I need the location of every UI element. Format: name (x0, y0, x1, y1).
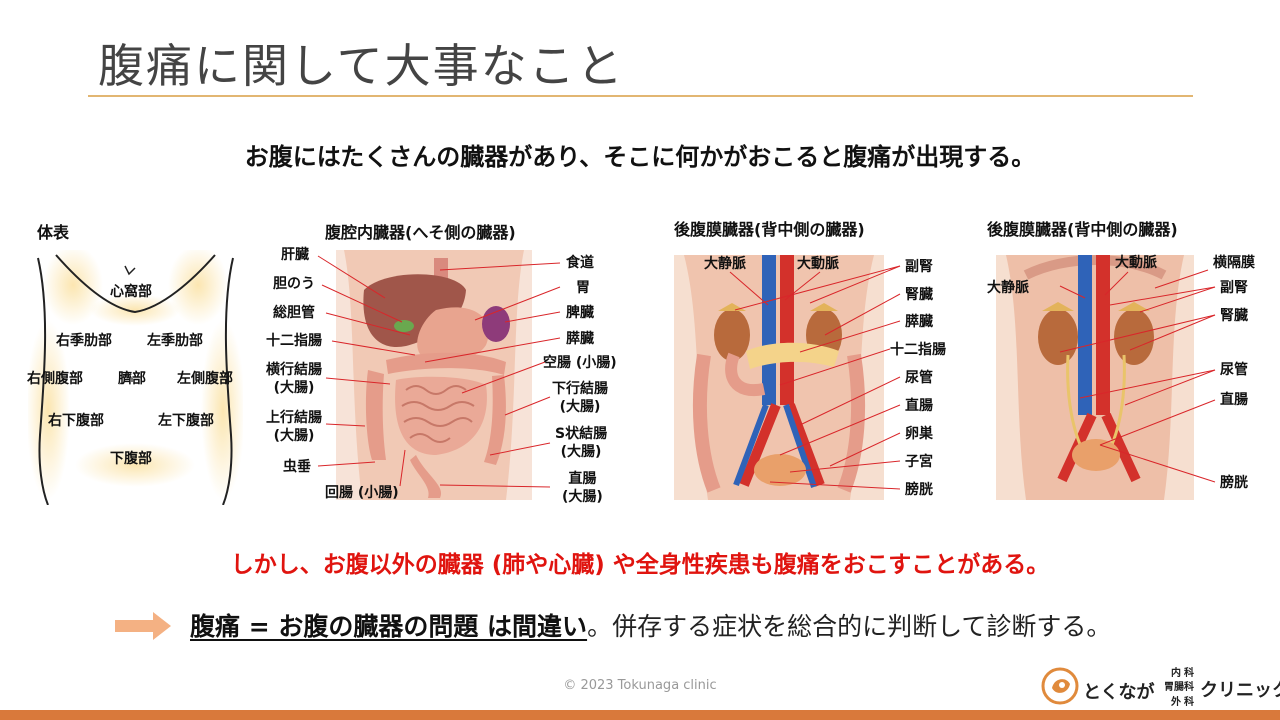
surface-heading: 体表 (37, 223, 70, 242)
clinic-emblem-icon (1041, 667, 1079, 705)
region-right-lower: 右下腹部 (48, 413, 104, 429)
label-rectum: 直腸 (1220, 392, 1248, 408)
label-ivc: 大静脈 (987, 280, 1029, 296)
region-hypogastric: 下腹部 (110, 451, 152, 467)
label-aorta: 大動脈 (797, 256, 839, 272)
logo-dept-top: 内科 (1171, 668, 1197, 679)
retroperitoneal-2-heading: 後腹膜臓器(背中側の臓器) (987, 220, 1178, 239)
label-adrenal: 副腎 (1220, 280, 1248, 296)
label-adrenal: 副腎 (905, 259, 933, 275)
label-transverse-colon: 横行結腸 (大腸) (266, 362, 322, 396)
region-right-hypochondriac: 右季肋部 (56, 333, 112, 349)
label-bile-duct: 総胆管 (273, 305, 315, 321)
label-descending-colon: 下行結腸 (大腸) (552, 381, 608, 415)
label-kidney: 腎臓 (905, 287, 933, 303)
region-left-lower: 左下腹部 (158, 413, 214, 429)
region-umbilical: 臍部 (118, 371, 146, 387)
label-sigmoid-colon: S状結腸 (大腸) (555, 426, 608, 460)
conclusion-line: 腹痛 = お腹の臓器の問題 は間違い。併存する症状を総合的に判断して診断する。 (190, 607, 1111, 643)
warning-sentence: しかし、お腹以外の臓器 (肺や心臓) や全身性疾患も腹痛をおこすことがある。 (230, 552, 1050, 578)
label-ureter: 尿管 (905, 370, 933, 386)
label-jejunum: 空腸 (小腸) (543, 355, 617, 371)
label-diaphragm: 横隔膜 (1213, 255, 1255, 271)
logo-dept-mid: 胃腸科 (1164, 682, 1194, 693)
retroperitoneal-1-illustration (674, 255, 884, 500)
label-ovary: 卵巣 (905, 426, 933, 442)
label-stomach: 胃 (576, 280, 590, 296)
conclusion-rest: 。併存する症状を総合的に判断して診断する。 (587, 612, 1112, 641)
region-right-lateral: 右側腹部 (27, 371, 83, 387)
logo-dept-bottom: 外科 (1171, 697, 1197, 708)
clinic-logo: とくなが 内科 胃腸科 外科 クリニック (1040, 664, 1280, 708)
label-ureter: 尿管 (1220, 362, 1248, 378)
logo-name: とくなが (1083, 682, 1155, 703)
label-pancreas: 膵臓 (566, 331, 594, 347)
label-rectum: 直腸 (905, 398, 933, 414)
intraperitoneal-heading: 腹腔内臓器(へそ側の臓器) (325, 223, 516, 242)
label-liver: 肝臓 (281, 247, 309, 263)
conclusion-emphasis: 腹痛 = お腹の臓器の問題 は間違い (190, 612, 588, 641)
label-kidney: 腎臓 (1220, 308, 1248, 324)
title-underline (88, 95, 1193, 97)
label-aorta: 大動脈 (1115, 255, 1157, 271)
label-appendix: 虫垂 (283, 459, 311, 475)
label-uterus: 子宮 (905, 454, 933, 470)
label-ascending-colon: 上行結腸 (大腸) (266, 410, 322, 444)
label-rectum: 直腸 (大腸) (562, 471, 603, 505)
label-duodenum: 十二指腸 (266, 333, 322, 349)
label-bladder: 膀胱 (1220, 475, 1248, 491)
slide-title: 腹痛に関して大事なこと (98, 39, 625, 93)
label-bladder: 膀胱 (905, 482, 933, 498)
lead-sentence: お腹にはたくさんの臓器があり、そこに何かがおこると腹痛が出現する。 (244, 143, 1036, 171)
region-left-hypochondriac: 左季肋部 (147, 333, 203, 349)
label-duodenum: 十二指腸 (890, 342, 946, 358)
bottom-accent-bar (0, 710, 1280, 720)
torso-outline-figure (28, 250, 243, 505)
label-esophagus: 食道 (566, 255, 594, 271)
intraperitoneal-organs-illustration (336, 250, 532, 500)
label-pancreas: 膵臓 (905, 314, 933, 330)
label-ileum: 回腸 (小腸) (325, 485, 399, 501)
copyright-notice: © 2023 Tokunaga clinic (563, 678, 717, 693)
label-ivc: 大静脈 (704, 256, 746, 272)
region-left-lateral: 左側腹部 (177, 371, 233, 387)
retroperitoneal-1-heading: 後腹膜臓器(背中側の臓器) (674, 220, 865, 239)
label-spleen: 脾臓 (566, 305, 594, 321)
label-gallbladder: 胆のう (273, 276, 315, 292)
logo-suffix: クリニック (1200, 680, 1280, 701)
arrow-right-icon (115, 612, 171, 640)
region-epigastric: 心窩部 (110, 284, 152, 300)
